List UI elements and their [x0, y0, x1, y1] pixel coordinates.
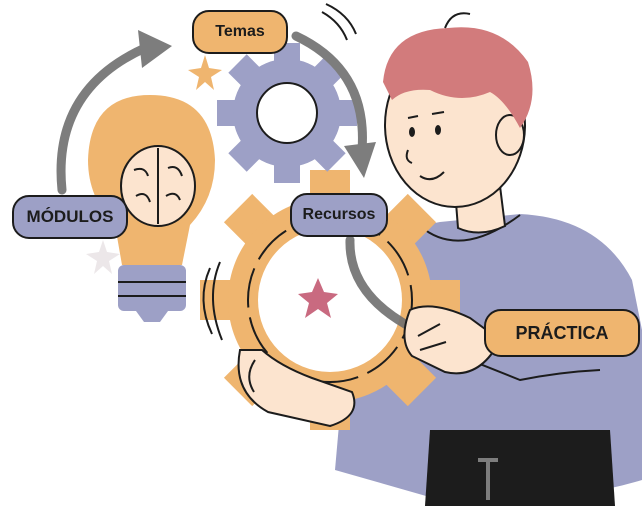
- light-star-icon: [86, 240, 120, 274]
- person-hands: [237, 305, 502, 428]
- temas-label: Temas: [192, 10, 288, 54]
- pink-star-icon: [298, 278, 338, 318]
- person-head: [383, 12, 533, 208]
- cycle-arrow-left-icon: [56, 43, 150, 195]
- cycle-arrow-right-icon: [291, 31, 367, 155]
- practica-label: PRÁCTICA: [484, 309, 640, 357]
- modulos-label: MÓDULOS: [12, 195, 128, 239]
- recursos-label: Recursos: [290, 193, 388, 237]
- orange-star-icon: [188, 55, 222, 90]
- lavender-gear-icon: [217, 43, 357, 183]
